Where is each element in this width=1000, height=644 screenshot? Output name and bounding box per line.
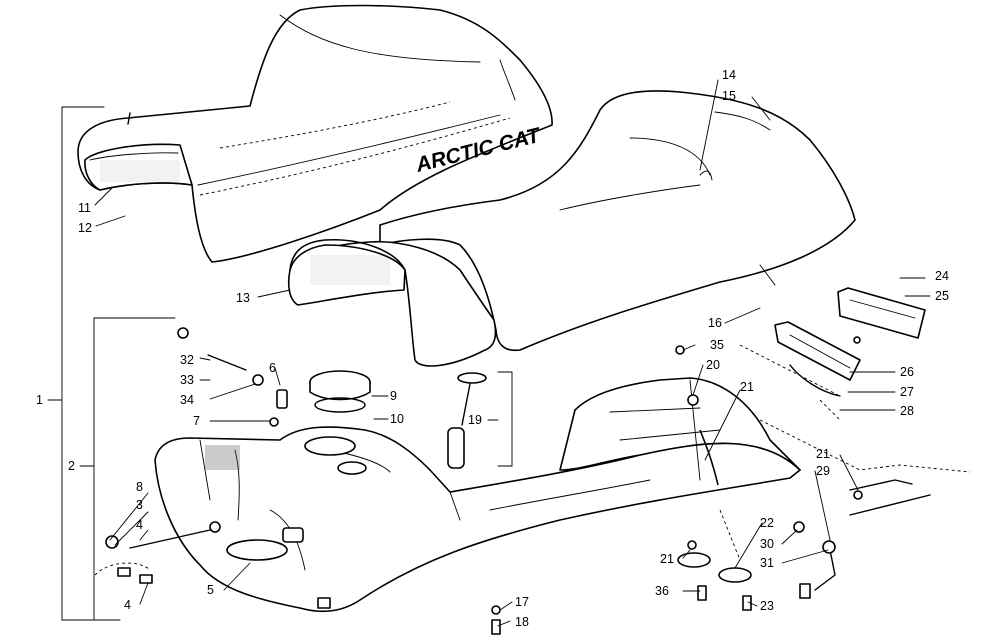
callout-23: 23	[760, 599, 774, 613]
callout-4-upper: 4	[136, 518, 143, 532]
callout-2: 2	[68, 459, 75, 473]
callout-29: 29	[816, 464, 830, 478]
fuel-tank	[154, 426, 801, 613]
assembly-bracket-2	[79, 317, 176, 621]
callout-21-b: 21	[816, 447, 830, 461]
callout-34: 34	[180, 393, 194, 407]
callout-8: 8	[136, 480, 143, 494]
seat-base	[449, 377, 801, 521]
taillight-assembly	[774, 287, 926, 397]
small-hardware	[105, 112, 863, 635]
leader-lines	[94, 79, 931, 627]
callout-20: 20	[706, 358, 720, 372]
seat-upper: ARCTIC CAT	[77, 4, 553, 263]
assembly-bracket-1	[47, 106, 105, 621]
callout-14: 14	[722, 68, 736, 82]
seat-lower	[287, 90, 856, 367]
callout-26: 26	[900, 365, 914, 379]
callout-15: 15	[722, 89, 736, 103]
callout-28: 28	[900, 404, 914, 418]
callout-30: 30	[760, 537, 774, 551]
callout-27: 27	[900, 385, 914, 399]
callout-19: 19	[468, 413, 482, 427]
callout-32: 32	[180, 353, 194, 367]
callout-11: 11	[78, 201, 91, 215]
callout-13: 13	[236, 291, 250, 305]
callout-35: 35	[710, 338, 724, 352]
callout-16: 16	[708, 316, 722, 330]
callout-18: 18	[515, 615, 529, 629]
callout-6: 6	[269, 361, 276, 375]
callout-10: 10	[390, 412, 404, 426]
callout-33: 33	[180, 373, 194, 387]
callout-4-lower: 4	[124, 598, 131, 612]
callout-1: 1	[36, 393, 43, 407]
callout-21-c: 21	[660, 552, 674, 566]
callout-31: 31	[760, 556, 774, 570]
callout-12: 12	[78, 221, 92, 235]
callout-17: 17	[515, 595, 529, 609]
callout-24: 24	[935, 269, 949, 283]
callout-21-a: 21	[740, 380, 754, 394]
callout-labels: 1 2 3 4 4 5 6 7 8 9 10 11 12 13 14 15 16…	[36, 68, 949, 629]
callout-9: 9	[390, 389, 397, 403]
callout-25: 25	[935, 289, 949, 303]
wiring-harness	[94, 344, 971, 591]
callout-5: 5	[207, 583, 214, 597]
callout-3: 3	[136, 498, 143, 512]
callout-36: 36	[655, 584, 669, 598]
callout-22: 22	[760, 516, 774, 530]
callout-7: 7	[193, 414, 200, 428]
